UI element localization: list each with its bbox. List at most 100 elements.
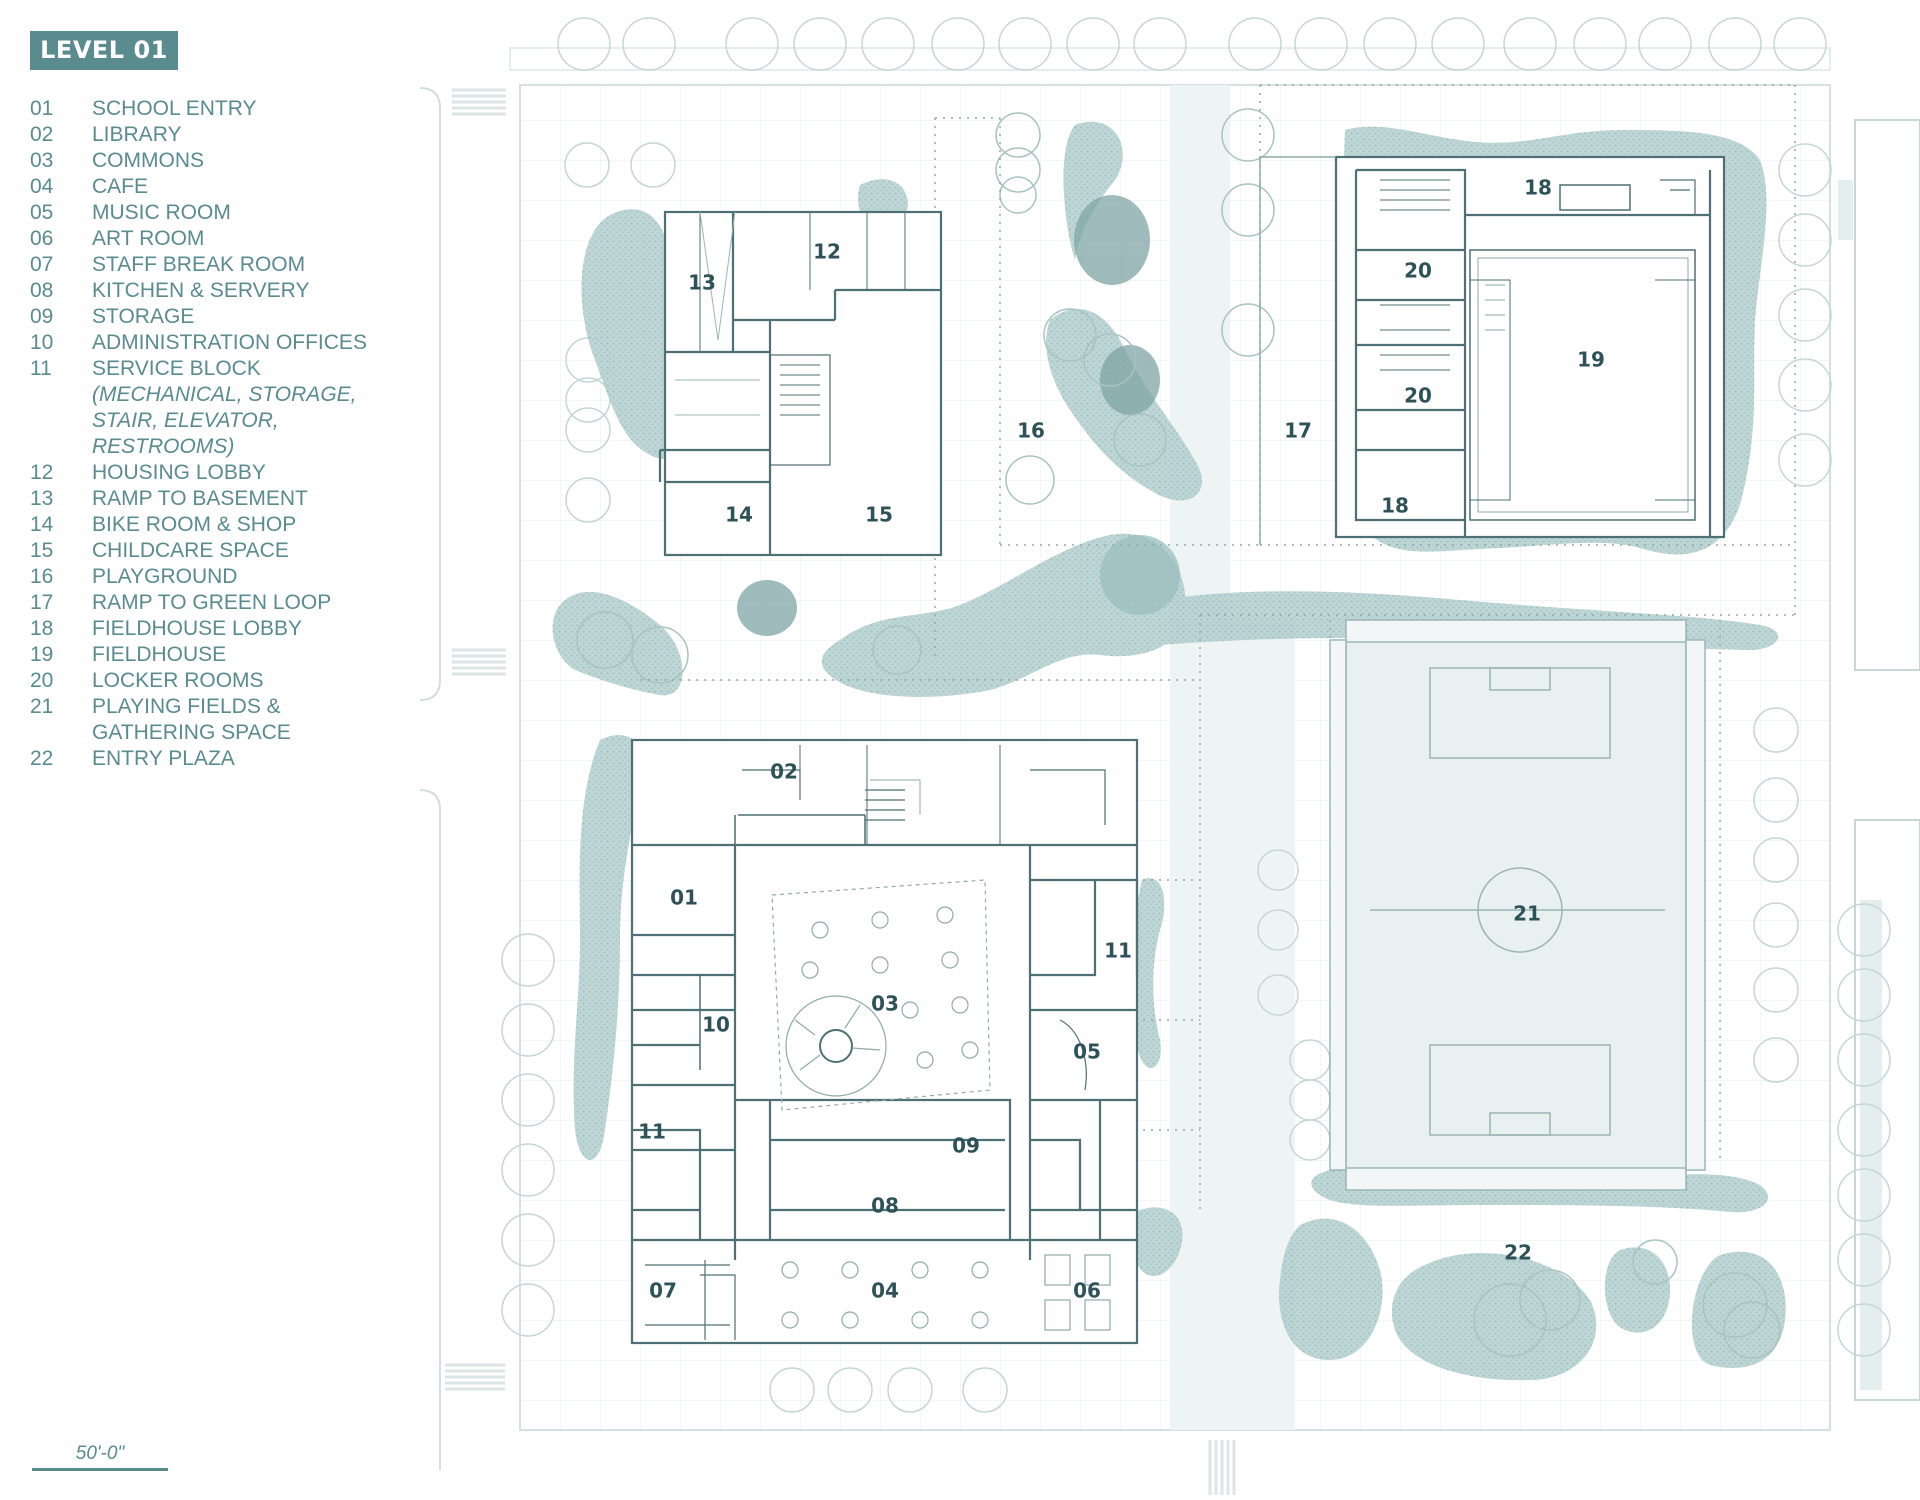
- legend-number: 08: [30, 279, 54, 302]
- legend-number: 13: [30, 487, 54, 510]
- legend-number: 04: [30, 175, 54, 198]
- scale-bar: 50'-0": [32, 1443, 168, 1471]
- scale-line: [32, 1468, 168, 1471]
- legend-number: 18: [30, 617, 54, 640]
- legend-label: BIKE ROOM & SHOP: [92, 513, 297, 536]
- legend-label: CHILDCARE SPACE: [92, 539, 289, 562]
- legend-number: 02: [30, 123, 54, 146]
- room-label-11-east: 11: [1104, 939, 1132, 963]
- legend-label: FIELDHOUSE: [92, 643, 227, 666]
- legend-number: 05: [30, 201, 54, 224]
- legend-item: 22 ENTRY PLAZA: [30, 746, 367, 772]
- room-label-21: 21: [1513, 902, 1541, 926]
- legend-label: KITCHEN & SERVERY: [92, 279, 310, 302]
- legend-item: 17 RAMP TO GREEN LOOP: [30, 590, 367, 616]
- legend-label: STAFF BREAK ROOM: [92, 253, 306, 276]
- legend-item: 13 RAMP TO BASEMENT: [30, 486, 367, 512]
- room-label-15: 15: [865, 503, 893, 527]
- legend-item: 07 STAFF BREAK ROOM: [30, 252, 367, 278]
- legend-item: 12 HOUSING LOBBY: [30, 460, 367, 486]
- legend-number: 14: [30, 513, 54, 536]
- room-label-18-south: 18: [1381, 494, 1409, 518]
- legend-number: 21: [30, 695, 54, 718]
- legend-sublabel: (MECHANICAL, STORAGE, STAIR, ELEVATOR, R…: [92, 383, 357, 458]
- legend-label: LOCKER ROOMS: [92, 669, 264, 692]
- room-label-12: 12: [813, 240, 841, 264]
- legend-label: ADMINISTRATION OFFICES: [92, 331, 367, 354]
- legend-number: 11: [30, 357, 52, 380]
- legend-number: 07: [30, 253, 54, 276]
- room-label-13: 13: [688, 271, 716, 295]
- room-label-09: 09: [952, 1134, 980, 1158]
- legend-item: 03 COMMONS: [30, 148, 367, 174]
- housing-block: [658, 210, 943, 557]
- legend-number: 09: [30, 305, 54, 328]
- courtyard-trees: [576, 108, 1781, 1359]
- legend-label: ART ROOM: [92, 227, 205, 250]
- legend-label: HOUSING LOBBY: [92, 461, 266, 484]
- legend-number: 20: [30, 669, 54, 692]
- room-label-08: 08: [871, 1194, 899, 1218]
- legend-number: 01: [30, 97, 54, 120]
- legend-label: ENTRY PLAZA: [92, 747, 235, 770]
- scale-label: 50'-0": [75, 1443, 125, 1464]
- legend-label: SERVICE BLOCK: [92, 357, 261, 380]
- fieldhouse: [1259, 155, 1726, 545]
- legend-item: 19 FIELDHOUSE: [30, 642, 367, 668]
- legend-number: 15: [30, 539, 54, 562]
- ponds: [737, 195, 1180, 636]
- legend-number: 22: [30, 747, 54, 770]
- room-label-03: 03: [871, 992, 899, 1016]
- room-label-20-north: 20: [1404, 259, 1432, 283]
- legend-number: 19: [30, 643, 54, 666]
- legend-label: LIBRARY: [92, 123, 182, 146]
- legend-item: 10 ADMINISTRATION OFFICES: [30, 330, 367, 356]
- legend-item: 02 LIBRARY: [30, 122, 367, 148]
- legend-label: STORAGE: [92, 305, 195, 328]
- legend-label: RAMP TO GREEN LOOP: [92, 591, 332, 614]
- legend-item: 21 PLAYING FIELDS & GATHERING SPACE: [30, 694, 367, 746]
- room-label-14: 14: [725, 503, 753, 527]
- legend-item: 15 CHILDCARE SPACE: [30, 538, 367, 564]
- room-label-17: 17: [1284, 419, 1312, 443]
- legend-item: 06 ART ROOM: [30, 226, 367, 252]
- legend-number: 10: [30, 331, 54, 354]
- room-label-10: 10: [702, 1013, 730, 1037]
- room-label-02: 02: [770, 760, 798, 784]
- level-title: LEVEL 01: [30, 31, 178, 70]
- room-label-07: 07: [649, 1279, 677, 1303]
- room-label-04: 04: [871, 1279, 899, 1303]
- room-labels: 01 02 03 04 05 06 07 08 09 10 11 11 12 1…: [638, 176, 1605, 1303]
- legend-label: PLAYING FIELDS & GATHERING SPACE: [92, 695, 291, 744]
- legend-item: 16 PLAYGROUND: [30, 564, 367, 590]
- room-label-18-north: 18: [1524, 176, 1552, 200]
- room-label-11-west: 11: [638, 1120, 666, 1144]
- room-label-06: 06: [1073, 1279, 1101, 1303]
- legend-number: 03: [30, 149, 54, 172]
- room-label-16: 16: [1017, 419, 1045, 443]
- playing-field: [1329, 619, 1706, 1191]
- legend-item: 18 FIELDHOUSE LOBBY: [30, 616, 367, 642]
- legend-number: 12: [30, 461, 54, 484]
- legend-item: 20 LOCKER ROOMS: [30, 668, 367, 694]
- legend-item: 14 BIKE ROOM & SHOP: [30, 512, 367, 538]
- legend-label: RAMP TO BASEMENT: [92, 487, 308, 510]
- legend-number: 16: [30, 565, 54, 588]
- left-rails: [419, 87, 441, 1470]
- legend-number: 17: [30, 591, 54, 614]
- room-label-05: 05: [1073, 1040, 1101, 1064]
- legend-label: FIELDHOUSE LOBBY: [92, 617, 303, 640]
- legend-item: 08 KITCHEN & SERVERY: [30, 278, 367, 304]
- room-label-19: 19: [1577, 348, 1605, 372]
- legend-label: COMMONS: [92, 149, 204, 172]
- legend-number: 06: [30, 227, 54, 250]
- legend-item: 09 STORAGE: [30, 304, 367, 330]
- room-label-01: 01: [670, 886, 698, 910]
- street-trees: [501, 17, 1891, 1413]
- legend-label: PLAYGROUND: [92, 565, 238, 588]
